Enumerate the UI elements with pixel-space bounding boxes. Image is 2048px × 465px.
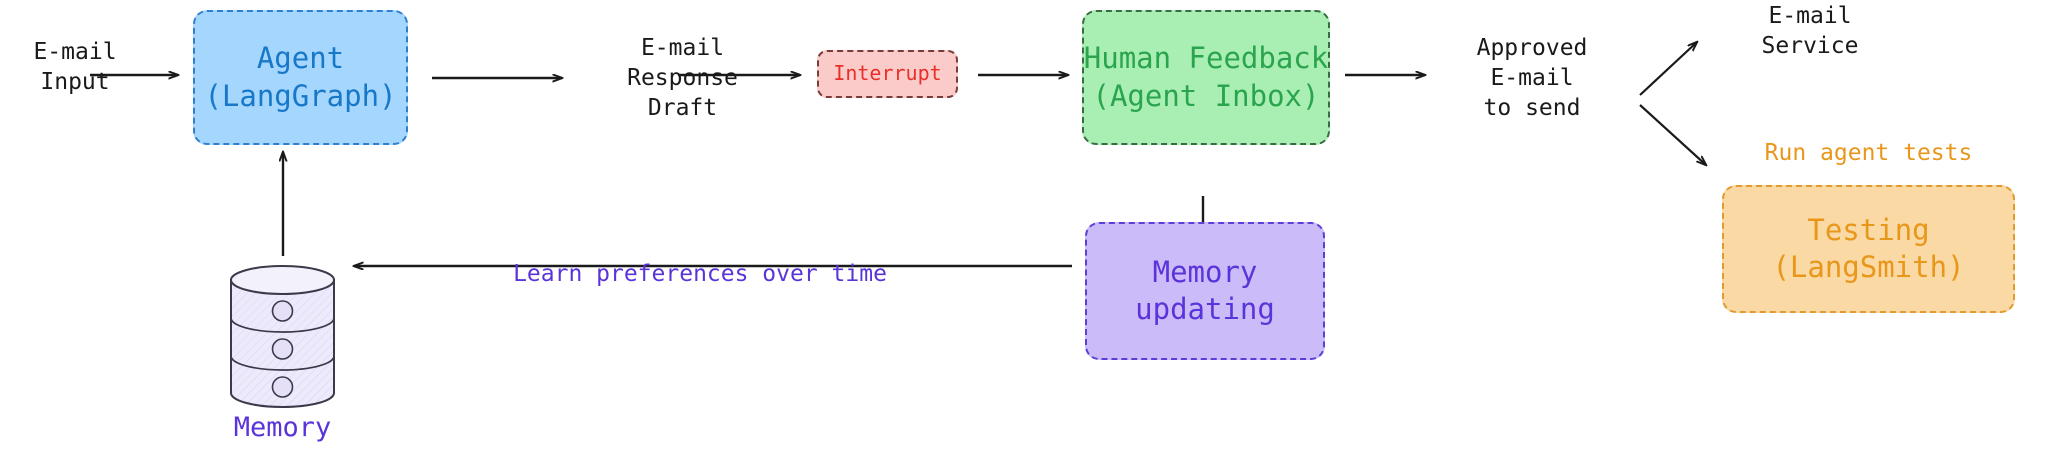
database-icon[interactable] — [225, 264, 340, 409]
approved-email-label: Approved E-mail to send — [1476, 35, 1588, 121]
arrow-approved-to-testing — [1639, 104, 1706, 165]
testing-node-line2: (LangSmith) — [1772, 250, 1965, 284]
arrow-approved-to-email-service — [1639, 42, 1697, 96]
human-feedback-node[interactable]: Human Feedback (Agent Inbox) — [1082, 10, 1330, 145]
interrupt-node[interactable]: Interrupt — [817, 50, 958, 98]
learn-preferences-label: Learn preferences over time — [513, 261, 887, 287]
memory-updating-node[interactable]: Memory updating — [1085, 222, 1325, 360]
email-response-draft-label: E-mail Response Draft — [627, 35, 738, 121]
human-feedback-node-line2: (Agent Inbox) — [1092, 78, 1320, 113]
email-service-label: E-mail Service — [1761, 3, 1859, 59]
testing-node[interactable]: Testing (LangSmith) — [1722, 185, 2015, 313]
memory-updating-node-line1: Memory — [1152, 254, 1258, 289]
email-input-label: E-mail Input — [33, 39, 117, 95]
memory-updating-node-line2: updating — [1135, 292, 1275, 326]
memory-label: Memory — [233, 412, 332, 443]
agent-node-line2: (LangGraph) — [204, 78, 397, 113]
agent-node[interactable]: Agent (LangGraph) — [193, 10, 408, 145]
testing-node-line1: Testing — [1807, 212, 1930, 247]
human-feedback-node-line1: Human Feedback — [1083, 41, 1329, 76]
interrupt-node-label: Interrupt — [833, 61, 942, 86]
agent-node-line1: Agent — [256, 41, 345, 76]
run-agent-tests-label: Run agent tests — [1764, 140, 1973, 166]
